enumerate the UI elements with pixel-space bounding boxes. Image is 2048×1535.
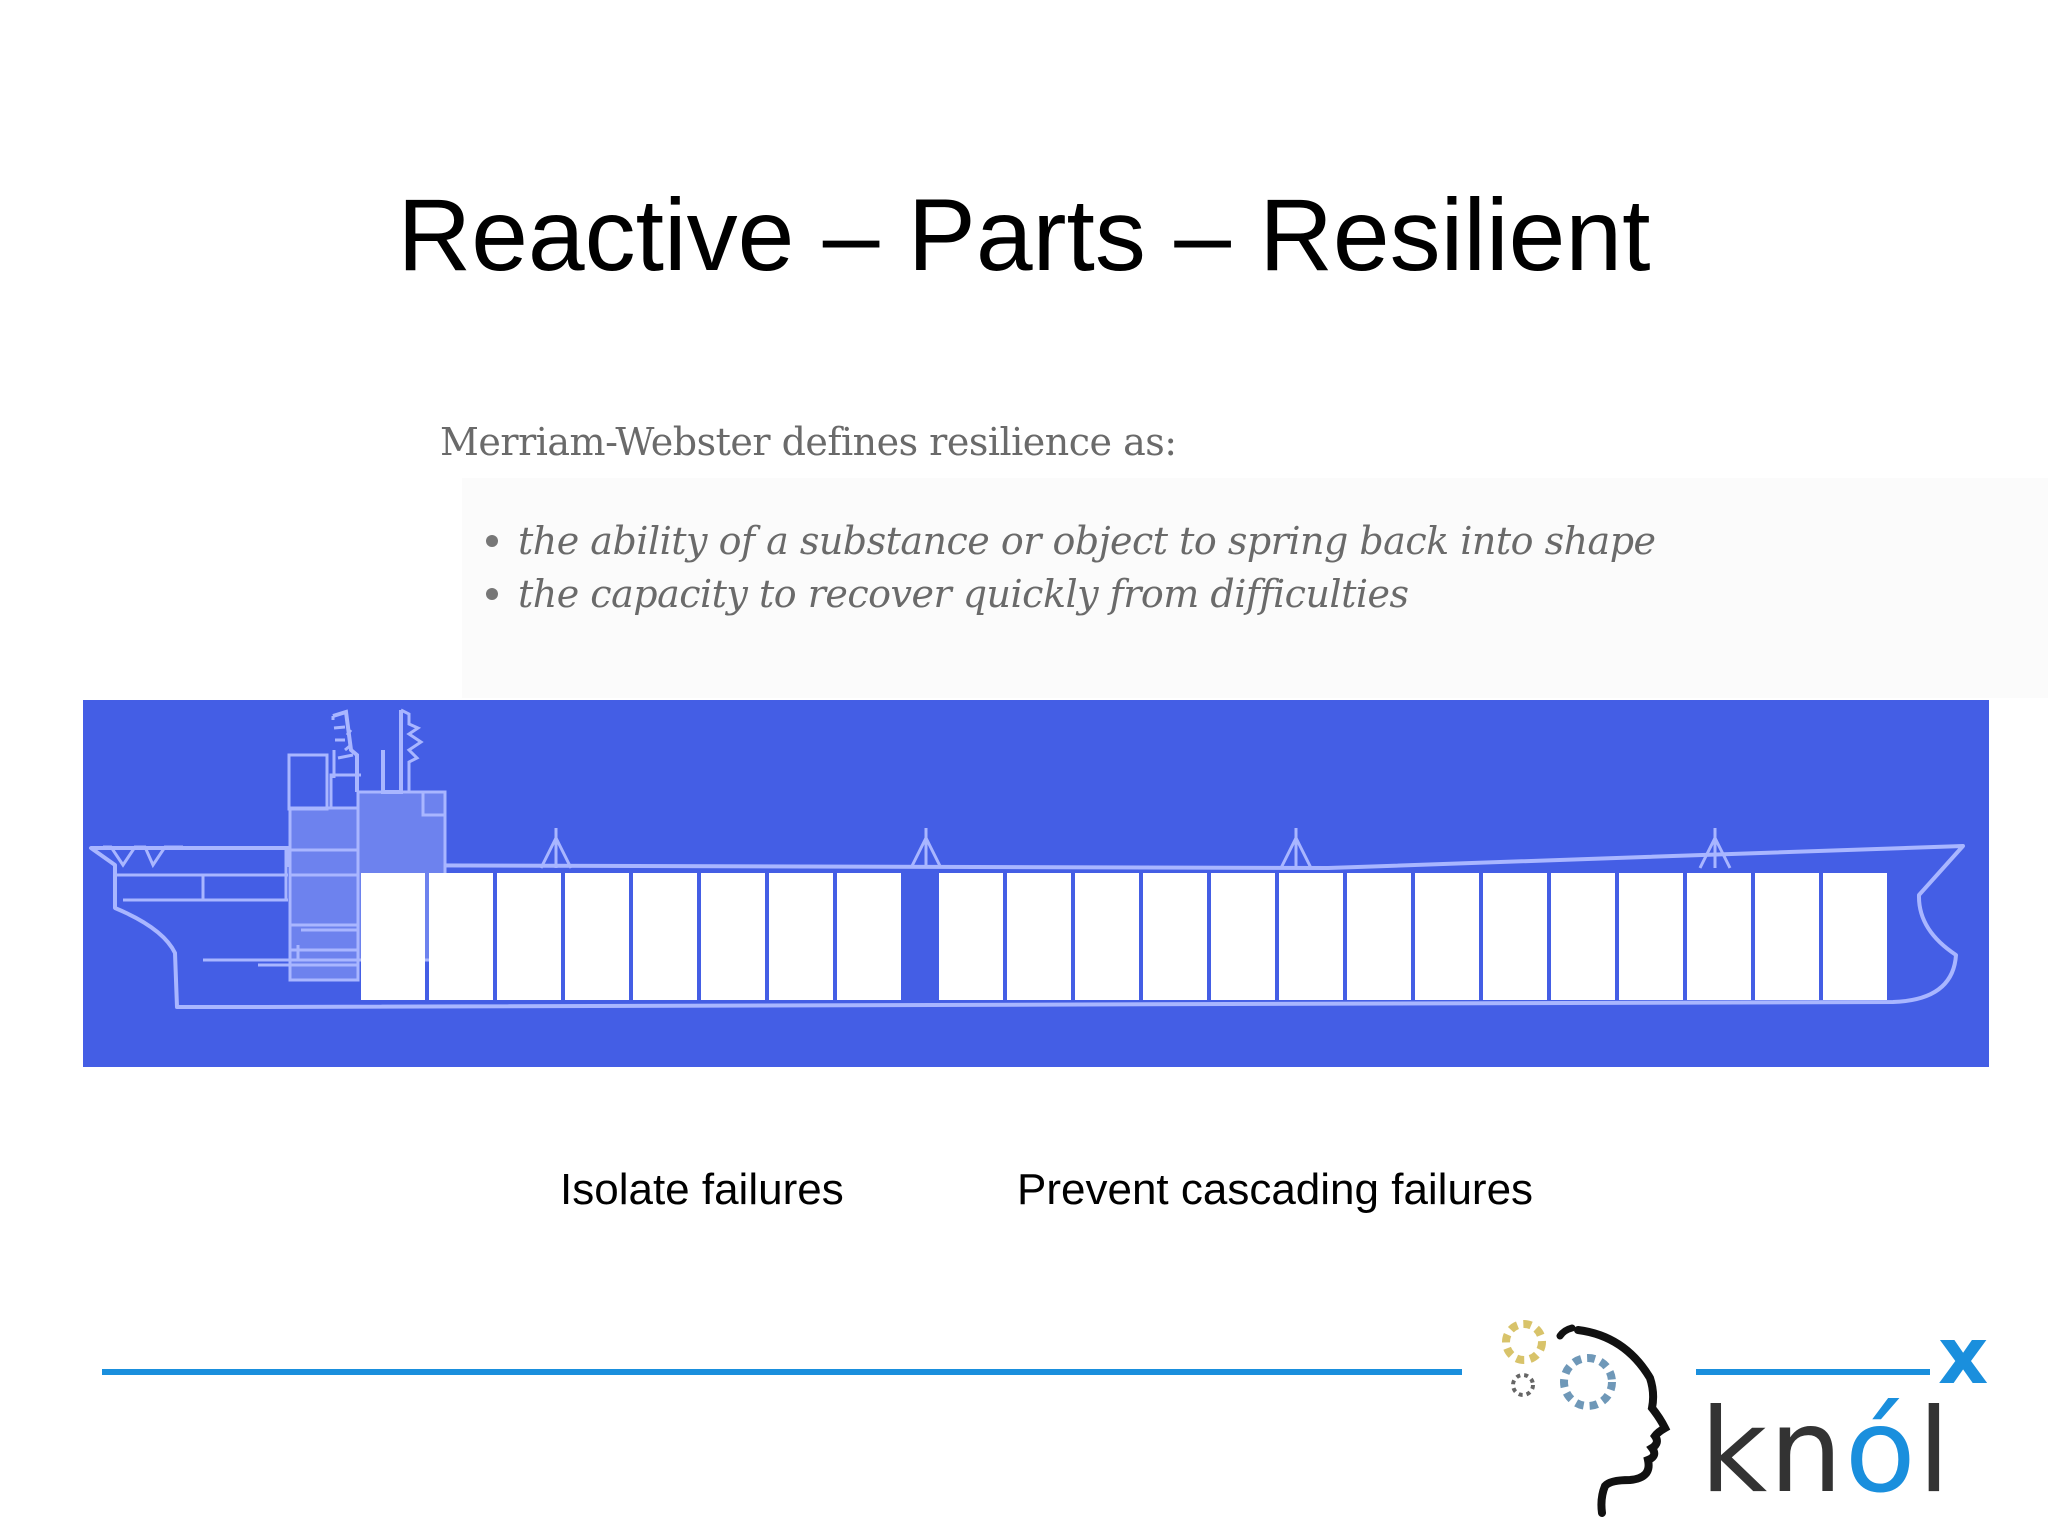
compartment-right-10 <box>1551 873 1615 1000</box>
wordmark-part: kn <box>1700 1384 1845 1519</box>
compartment-right-1 <box>939 873 1003 1000</box>
bullet-icon <box>486 534 498 547</box>
definition-item: the capacity to recover quickly from dif… <box>486 567 1656 620</box>
caption-prevent-cascading-failures: Prevent cascading failures <box>1017 1165 1534 1214</box>
knolx-superscript-x: x <box>1938 1312 1989 1402</box>
compartment-left-3 <box>497 873 561 1000</box>
compartment-right-13 <box>1755 873 1819 1000</box>
compartment-right-8 <box>1415 873 1479 1000</box>
compartment-right-6 <box>1279 873 1343 1000</box>
compartment-right-2 <box>1007 873 1071 1000</box>
compartment-left-4 <box>565 873 629 1000</box>
ship-illustration <box>89 708 1965 1009</box>
compartment-left-8 <box>837 873 901 1000</box>
ship-hull <box>89 844 1965 1009</box>
compartment-right-5 <box>1211 873 1275 1000</box>
compartment-right-4 <box>1143 873 1207 1000</box>
definition-item: the ability of a substance or object to … <box>486 514 1656 567</box>
definition-intro: Merriam-Webster defines resilience as: <box>440 420 1177 464</box>
footer-rule-left <box>102 1369 1462 1375</box>
footer-rule-right <box>1696 1369 1930 1375</box>
ship-compartments <box>361 873 1887 1000</box>
slide-title: Reactive – Parts – Resilient <box>397 178 1651 292</box>
ship-illustration-panel <box>83 700 1989 1067</box>
knolx-logo: knól x <box>1490 1318 2030 1518</box>
compartment-right-11 <box>1619 873 1683 1000</box>
compartment-left-6 <box>701 873 765 1000</box>
definition-item-text: the capacity to recover quickly from dif… <box>518 571 1409 616</box>
definition-list: the ability of a substance or object to … <box>486 514 1656 620</box>
compartment-left-2 <box>429 873 493 1000</box>
caption-isolate-failures: Isolate failures <box>560 1165 844 1214</box>
compartment-left-1 <box>361 873 425 1000</box>
knolx-wordmark: knól <box>1700 1394 1952 1510</box>
compartment-right-3 <box>1075 873 1139 1000</box>
compartment-right-9 <box>1483 873 1547 1000</box>
compartment-left-5 <box>633 873 697 1000</box>
gears-head-icon <box>1502 1320 1671 1517</box>
compartment-right-14 <box>1823 873 1887 1000</box>
wordmark-part: l <box>1917 1384 1952 1519</box>
compartment-right-12 <box>1687 873 1751 1000</box>
wordmark-accent: ó <box>1844 1384 1918 1519</box>
bullet-icon <box>486 587 498 600</box>
definition-panel <box>462 478 2048 698</box>
compartment-right-7 <box>1347 873 1411 1000</box>
compartment-left-7 <box>769 873 833 1000</box>
ship-masts <box>539 828 1732 869</box>
definition-item-text: the ability of a substance or object to … <box>518 518 1656 563</box>
